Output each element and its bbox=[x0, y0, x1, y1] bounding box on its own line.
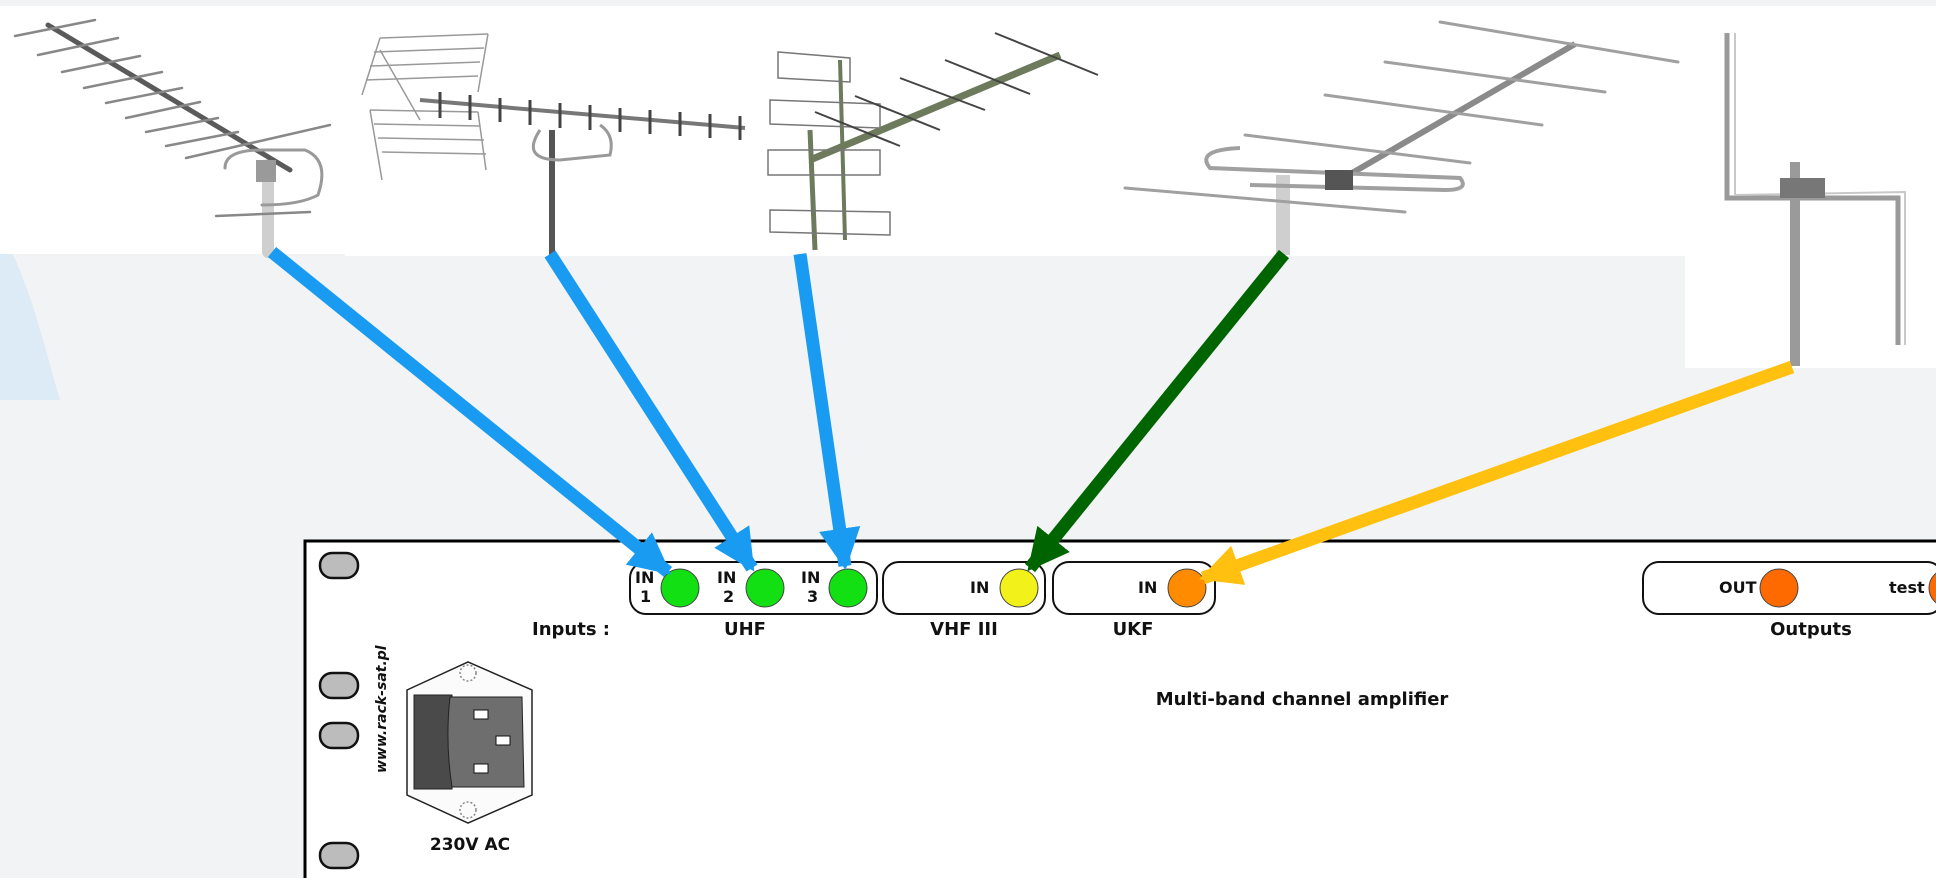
device-title: Multi-band channel amplifier bbox=[1156, 689, 1449, 710]
power-socket[interactable] bbox=[406, 661, 533, 824]
power-label: 230V AC bbox=[430, 835, 510, 855]
arrow-antenna5-to-ukf-in bbox=[1199, 360, 1795, 585]
uhf-in3-port[interactable] bbox=[828, 568, 868, 608]
ukf-input-group bbox=[1052, 561, 1216, 615]
antenna-photo-bg-1 bbox=[0, 6, 345, 254]
uhf-in2-port[interactable] bbox=[745, 568, 785, 608]
test-port-label: test bbox=[1889, 578, 1925, 597]
connection-arrows bbox=[267, 246, 1795, 585]
outputs-group bbox=[1642, 561, 1936, 615]
uhf-in3-label-line2: 3 bbox=[807, 587, 818, 606]
vhf-group-label: VHF III bbox=[930, 619, 998, 640]
antenna-photo-bg-4 bbox=[1125, 6, 1685, 256]
ukf-group-label: UKF bbox=[1113, 619, 1154, 640]
uhf-in1-label-line1: IN bbox=[635, 568, 654, 587]
out-port[interactable] bbox=[1759, 568, 1799, 608]
uhf-group-label: UHF bbox=[724, 619, 766, 640]
arrow-antenna2-to-uhf-in2 bbox=[544, 250, 758, 572]
amplifier-front-panel: IN 1 IN 2 IN 3 IN IN OUT test Inputs : U… bbox=[303, 539, 1936, 878]
arrow-antenna4-to-vhf-in bbox=[1024, 249, 1290, 573]
uhf-in2-label-line1: IN bbox=[717, 568, 736, 587]
uhf-in2-label-line2: 2 bbox=[723, 587, 734, 606]
uhf-in3-label-line1: IN bbox=[801, 568, 820, 587]
arrow-antenna3-to-uhf-in3 bbox=[793, 253, 861, 571]
rack-mount-hole-1 bbox=[318, 551, 360, 580]
rack-mount-hole-2 bbox=[318, 671, 360, 700]
arrow-antenna1-to-uhf-in1 bbox=[267, 246, 673, 578]
antenna-photo-bg-3 bbox=[755, 6, 1125, 256]
uhf-yagi-antenna-1 bbox=[13, 18, 332, 258]
vhf-in-port[interactable] bbox=[999, 568, 1039, 608]
vhf-in-label: IN bbox=[970, 578, 989, 597]
ukf-in-port[interactable] bbox=[1167, 568, 1207, 608]
uhf-in1-label-line2: 1 bbox=[640, 587, 651, 606]
out-port-label: OUT bbox=[1719, 578, 1757, 597]
rack-mount-hole-3 bbox=[318, 721, 360, 750]
uhf-combo-antenna bbox=[767, 32, 1099, 251]
test-port[interactable] bbox=[1928, 569, 1936, 607]
vhf-band-iii-yagi-antenna bbox=[1123, 20, 1680, 255]
uhf-in1-port[interactable] bbox=[660, 568, 700, 608]
outputs-group-label: Outputs bbox=[1770, 619, 1852, 640]
inputs-label: Inputs : bbox=[532, 619, 610, 640]
uhf-grid-yagi-antenna bbox=[361, 33, 746, 255]
vhf-input-group bbox=[882, 561, 1046, 615]
ukf-in-label: IN bbox=[1138, 578, 1157, 597]
website-label: www.rack-sat.pl bbox=[374, 645, 390, 773]
background-swoosh bbox=[0, 230, 60, 400]
ukf-dipole-antenna bbox=[1724, 33, 1906, 366]
rack-mount-hole-4 bbox=[318, 841, 360, 870]
